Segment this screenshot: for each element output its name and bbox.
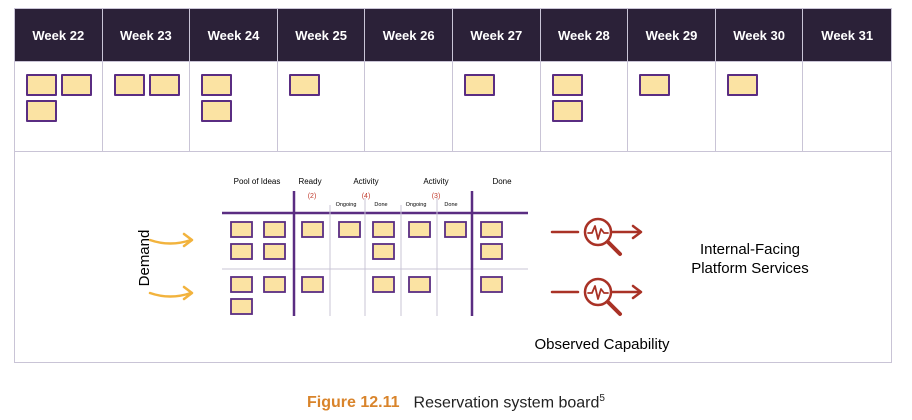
platform-services-line-2: Platform Services [691, 260, 809, 277]
kanban-card [372, 276, 395, 293]
demand-arrow-icon [148, 232, 194, 248]
week-column: Week 25 [277, 9, 366, 151]
week-column: Week 28 [540, 9, 629, 151]
sub-ongoing-1: Ongoing [335, 202, 357, 208]
kanban-card [301, 221, 324, 238]
week-header: Week 22 [15, 9, 102, 61]
kanban-card [372, 221, 395, 238]
week-column: Week 22 [15, 9, 103, 151]
kanban-card [480, 276, 503, 293]
platform-services-label: Internal-Facing Platform Services [660, 240, 840, 278]
kanban-card [301, 276, 324, 293]
week-column: Week 27 [453, 9, 541, 151]
reservation-card [464, 74, 495, 96]
observe-magnifier-icon [550, 217, 643, 256]
figure-title: Reservation system board [413, 394, 600, 412]
reservation-card [148, 74, 180, 96]
reservation-card [113, 74, 145, 96]
reservation-card [551, 74, 583, 96]
week-column: Week 30 [715, 9, 804, 151]
sub-done-1: Done [374, 202, 388, 208]
reservation-card [26, 74, 57, 96]
kanban-card [408, 221, 431, 238]
week-cell [365, 61, 452, 151]
kanban-card [480, 243, 503, 260]
week-column: Week 31 [803, 9, 891, 151]
week-cell [15, 61, 102, 151]
kanban-card [480, 221, 503, 238]
observed-capability-label: Observed Capability [534, 336, 670, 353]
week-header: Week 29 [628, 9, 715, 61]
reservation-card [288, 74, 320, 96]
week-header: Week 24 [190, 9, 277, 61]
week-cell [453, 61, 540, 151]
wip-limit-activity-1: (4) [361, 193, 371, 200]
wip-limit-ready: (2) [307, 193, 317, 200]
kanban-card [263, 243, 286, 260]
reservation-card [726, 74, 758, 96]
week-header: Week 27 [453, 9, 540, 61]
figure-caption: Figure 12.11 Reservation system board5 [0, 393, 912, 412]
week-header: Week 25 [277, 9, 365, 61]
week-cell [803, 61, 891, 151]
week-cell [715, 61, 803, 151]
week-header: Week 26 [365, 9, 452, 61]
kanban-card [338, 221, 361, 238]
kanban-card [230, 298, 253, 315]
reservation-card [26, 100, 57, 122]
week-header: Week 30 [715, 9, 803, 61]
footnote-marker: 5 [599, 393, 605, 404]
week-header: Week 28 [540, 9, 628, 61]
wip-limit-activity-2: (3) [431, 193, 441, 200]
header-ready: Ready [298, 177, 322, 186]
platform-services-line-1: Internal-Facing [699, 241, 801, 258]
figure-number: Figure 12.11 [307, 394, 400, 412]
week-column: Week 24 [190, 9, 278, 151]
sub-done-2: Done [444, 202, 458, 208]
kanban-card [230, 221, 253, 238]
demand-arrow-icon [148, 285, 194, 301]
kanban-card [444, 221, 467, 238]
header-activity-1: Activity [353, 177, 379, 186]
demand-label: Demand [136, 229, 153, 287]
reservation-card [551, 100, 583, 122]
week-header: Week 23 [102, 9, 190, 61]
week-column: Week 29 [628, 9, 716, 151]
reservation-card [639, 74, 671, 96]
kanban-card [263, 221, 286, 238]
reservation-card [201, 74, 233, 96]
kanban-panel [14, 152, 892, 363]
reservation-card [61, 74, 92, 96]
kanban-card [263, 276, 286, 293]
kanban-card [230, 276, 253, 293]
reservation-card [201, 100, 233, 122]
week-header: Week 31 [803, 9, 891, 61]
header-activity-2: Activity [423, 177, 449, 186]
week-cell [277, 61, 365, 151]
sub-ongoing-2: Ongoing [405, 202, 427, 208]
week-cell [102, 61, 190, 151]
week-cell [540, 61, 628, 151]
week-column: Week 23 [102, 9, 191, 151]
week-cell [190, 61, 277, 151]
kanban-card [408, 276, 431, 293]
week-column: Week 26 [365, 9, 453, 151]
kanban-card [372, 243, 395, 260]
week-cell [628, 61, 715, 151]
header-pool-of-ideas: Pool of Ideas [233, 177, 281, 186]
observe-magnifier-icon [550, 277, 643, 316]
header-done: Done [492, 177, 512, 186]
kanban-card [230, 243, 253, 260]
